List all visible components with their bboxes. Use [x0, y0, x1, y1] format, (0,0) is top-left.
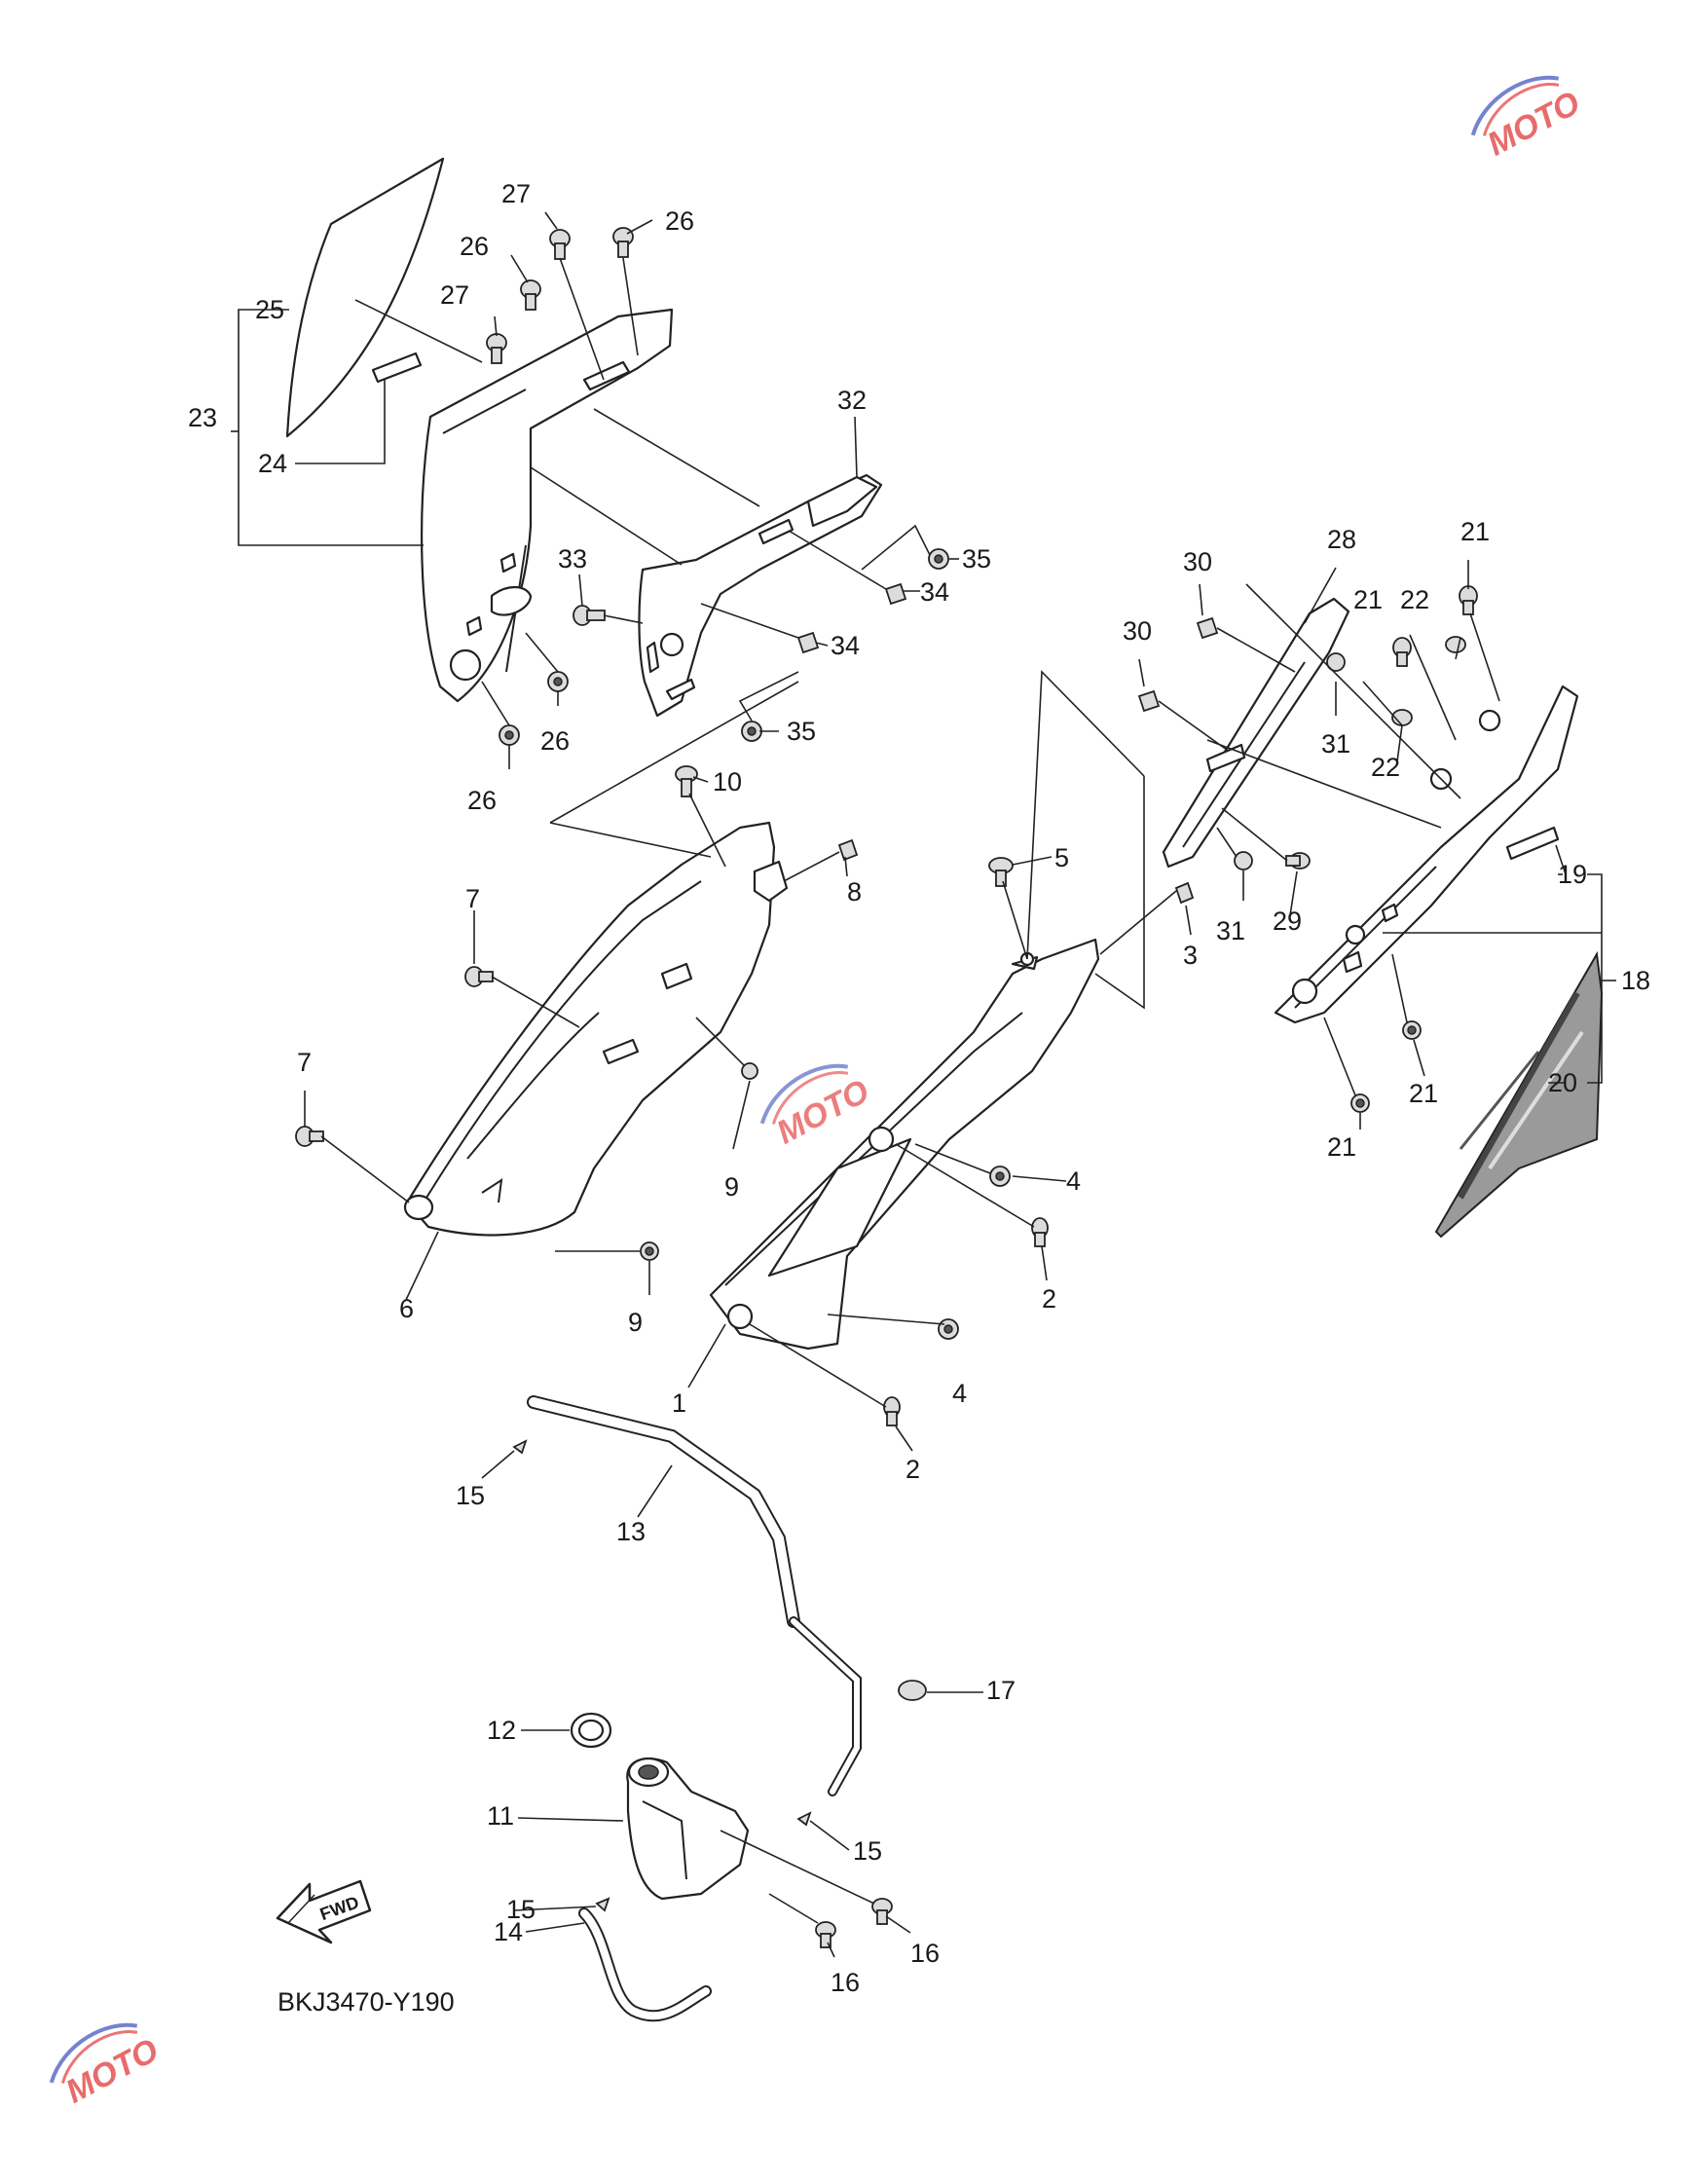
cap-12: [570, 1712, 612, 1749]
callout: 22: [1400, 585, 1429, 614]
front-cowling-23: [421, 308, 674, 703]
decal-20: [1434, 950, 1604, 1239]
callout: 16: [831, 1968, 860, 1997]
callout: 27: [440, 280, 469, 310]
callout: 26: [467, 786, 497, 815]
fasteners-1-group: [883, 857, 1195, 1426]
callout: 29: [1273, 907, 1302, 936]
callout: 34: [920, 577, 949, 607]
callout: 21: [1353, 585, 1383, 614]
callout: 26: [460, 232, 489, 261]
callout: 12: [487, 1716, 516, 1745]
callout: 35: [962, 544, 991, 574]
callout: 28: [1327, 525, 1356, 554]
callout: 2: [905, 1455, 920, 1484]
callout: 30: [1183, 547, 1212, 576]
leader-lines: [231, 211, 1616, 1958]
clamp-17: [898, 1680, 927, 1701]
callout: 24: [258, 449, 287, 478]
watermark-logo-top-right: MOTO: [1470, 75, 1586, 164]
watermark-logo-bottom-left: MOTO: [49, 2022, 165, 2111]
hose-14: [578, 1907, 712, 2022]
inner-panel-6: [403, 821, 789, 1237]
callout: 16: [910, 1939, 940, 1968]
callout: 4: [952, 1379, 967, 1408]
callout: 21: [1327, 1132, 1356, 1162]
callout: 22: [1371, 753, 1400, 782]
fasteners-right-group: [1137, 585, 1478, 1113]
fwd-arrow-icon: FWD: [276, 1879, 372, 1944]
callout: 15: [506, 1895, 536, 1924]
callout: 9: [724, 1172, 739, 1202]
fasteners-6-group: [295, 765, 859, 1261]
callout: 3: [1183, 941, 1198, 970]
callout: 32: [837, 386, 867, 415]
inner-bracket-28: [1162, 597, 1350, 869]
callout: 30: [1123, 616, 1152, 646]
bracket-32: [638, 473, 883, 718]
callout: 10: [713, 767, 742, 796]
callout: 27: [501, 179, 531, 208]
callout: 33: [558, 544, 587, 574]
callout: 18: [1621, 966, 1650, 995]
windscreen-25: [285, 157, 445, 438]
side-panel-18: [1274, 685, 1579, 1024]
callout: 15: [456, 1481, 485, 1510]
callout: 2: [1042, 1284, 1056, 1314]
callout: 17: [986, 1676, 1016, 1705]
diagram-code: BKJ3470-Y190: [277, 1987, 455, 2017]
callout-labels: 1 2 2 3 4 4 5 6 7 7 8 9 9 10 11 12 13 14…: [188, 179, 1650, 1997]
callout: 14: [494, 1917, 523, 1946]
callout: 1: [672, 1388, 686, 1418]
callout: 34: [831, 631, 860, 660]
fasteners-33-35: [573, 548, 949, 742]
callout: 23: [188, 403, 217, 432]
callout: 26: [665, 206, 694, 236]
hose-13: [527, 1395, 862, 1796]
callout: 31: [1216, 916, 1245, 945]
callout: 5: [1054, 843, 1069, 872]
callout: 21: [1409, 1079, 1438, 1108]
callout: 15: [853, 1836, 882, 1866]
fasteners-26-27: [486, 227, 634, 746]
callout: 31: [1321, 729, 1350, 759]
label-sticker-24: [371, 352, 423, 384]
callout: 20: [1548, 1068, 1577, 1097]
callout: 6: [399, 1294, 414, 1323]
callout: 26: [540, 726, 570, 756]
callout: 25: [255, 295, 284, 324]
reservoir-11: [626, 1757, 750, 1901]
callout: 21: [1460, 517, 1490, 546]
callout: 7: [465, 884, 480, 913]
callout: 4: [1066, 1166, 1081, 1196]
callout: 8: [847, 877, 862, 907]
callout: 13: [616, 1517, 646, 1546]
side-cover-1: [709, 938, 1100, 1351]
callout: 11: [487, 1801, 514, 1831]
callout: 35: [787, 717, 816, 746]
callout: 19: [1558, 860, 1587, 889]
label-19: [1505, 826, 1560, 861]
watermark-logo-center: MOTO: [759, 1063, 875, 1152]
callout: 7: [297, 1048, 312, 1077]
callout: 9: [628, 1308, 643, 1337]
